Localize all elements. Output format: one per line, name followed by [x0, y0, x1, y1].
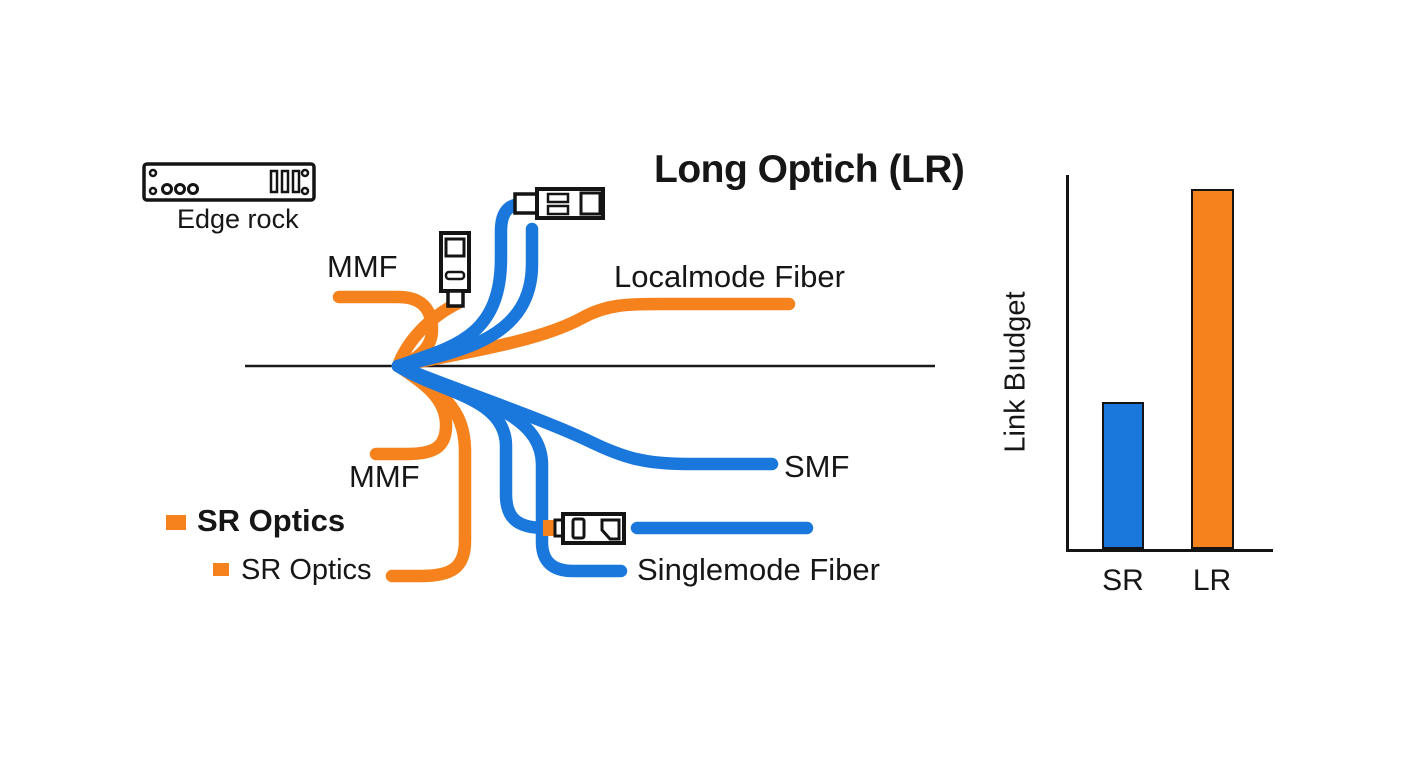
link-budget-bar-chart: [1066, 175, 1273, 552]
device-label: Edge rock: [177, 204, 299, 234]
chart-category-lr: LR: [1192, 564, 1232, 597]
sfp-connector-icon: [543, 512, 626, 545]
localmode-fiber-label: Localmode Fiber: [614, 259, 845, 294]
legend-sr-optics-bold: SR Optics: [197, 503, 346, 538]
lr-optic-cables: [391, 197, 814, 578]
vertical-transceiver-icon: [439, 231, 471, 308]
orange-square-bullet: [166, 515, 186, 530]
chart-category-sr: SR: [1102, 564, 1144, 597]
smf-label: SMF: [784, 449, 850, 484]
transceiver-module-icon: [513, 187, 605, 220]
mmf-top-label: MMF: [327, 249, 398, 284]
bar-sr: [1102, 402, 1144, 549]
figure-title: Long Optich (LR): [654, 148, 965, 191]
orange-square-bullet: [213, 563, 229, 576]
smf-cable: [391, 359, 779, 471]
bar-lr: [1191, 189, 1234, 549]
chart-y-axis-label: Link Bıudget: [999, 291, 1032, 453]
hanging-blue-cable: [391, 222, 539, 373]
legend-sr-optics: SR Optics: [241, 554, 372, 586]
singlemode-fiber-label: Singlemode Fiber: [637, 552, 880, 587]
mmf-bottom-label: MMF: [349, 459, 420, 494]
rack-switch-icon: [142, 162, 316, 202]
